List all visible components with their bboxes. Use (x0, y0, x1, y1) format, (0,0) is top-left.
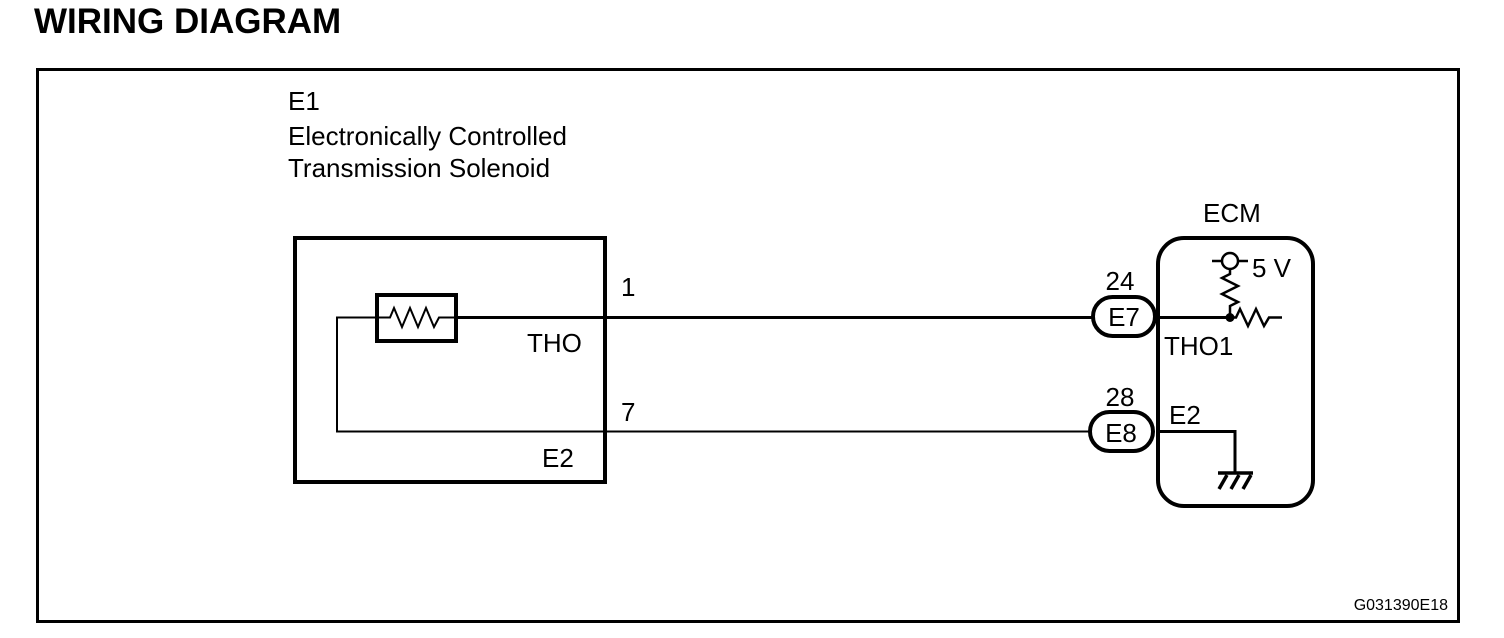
connector-e8-label: E8 (1105, 418, 1137, 448)
connector-e7 (1091, 295, 1157, 338)
ecm-terminal-tho1: THO1 (1164, 331, 1233, 361)
ecm-box (1156, 236, 1315, 508)
ecm-terminal-e2: E2 (1169, 400, 1201, 430)
series-resistor-icon (1230, 306, 1282, 329)
power-source-icon (1220, 251, 1240, 271)
ecm-pin28-number: 28 (1106, 382, 1135, 412)
solenoid-resistor-icon (377, 305, 456, 330)
solenoid-pin7-terminal: E2 (542, 443, 574, 473)
connector-e7-label: E7 (1108, 302, 1140, 332)
page-title: WIRING DIAGRAM (34, 2, 342, 41)
figure-code: G031390E18 (1354, 597, 1448, 614)
solenoid-name-line1: Electronically Controlled (288, 121, 567, 151)
solenoid-name-line2: Transmission Solenoid (288, 153, 550, 183)
ecm-pin24-number: 24 (1106, 266, 1135, 296)
connector-e8 (1088, 410, 1155, 453)
solenoid-pin7-number: 7 (621, 397, 635, 427)
pullup-resistor-icon (1219, 269, 1241, 318)
wire-e2 (336, 316, 1092, 433)
ecm-title: ECM (1203, 198, 1261, 228)
ecm-voltage-label: 5 V (1252, 253, 1292, 283)
solenoid-pin1-number: 1 (621, 272, 635, 302)
solenoid-pin1-terminal: THO (527, 328, 582, 358)
ecm-wire-e2 (1158, 430, 1237, 472)
diagram-frame (36, 68, 1460, 623)
solenoid-box (293, 236, 607, 484)
solenoid-connector-id: E1 (288, 86, 320, 116)
ground-icon (1217, 471, 1253, 490)
